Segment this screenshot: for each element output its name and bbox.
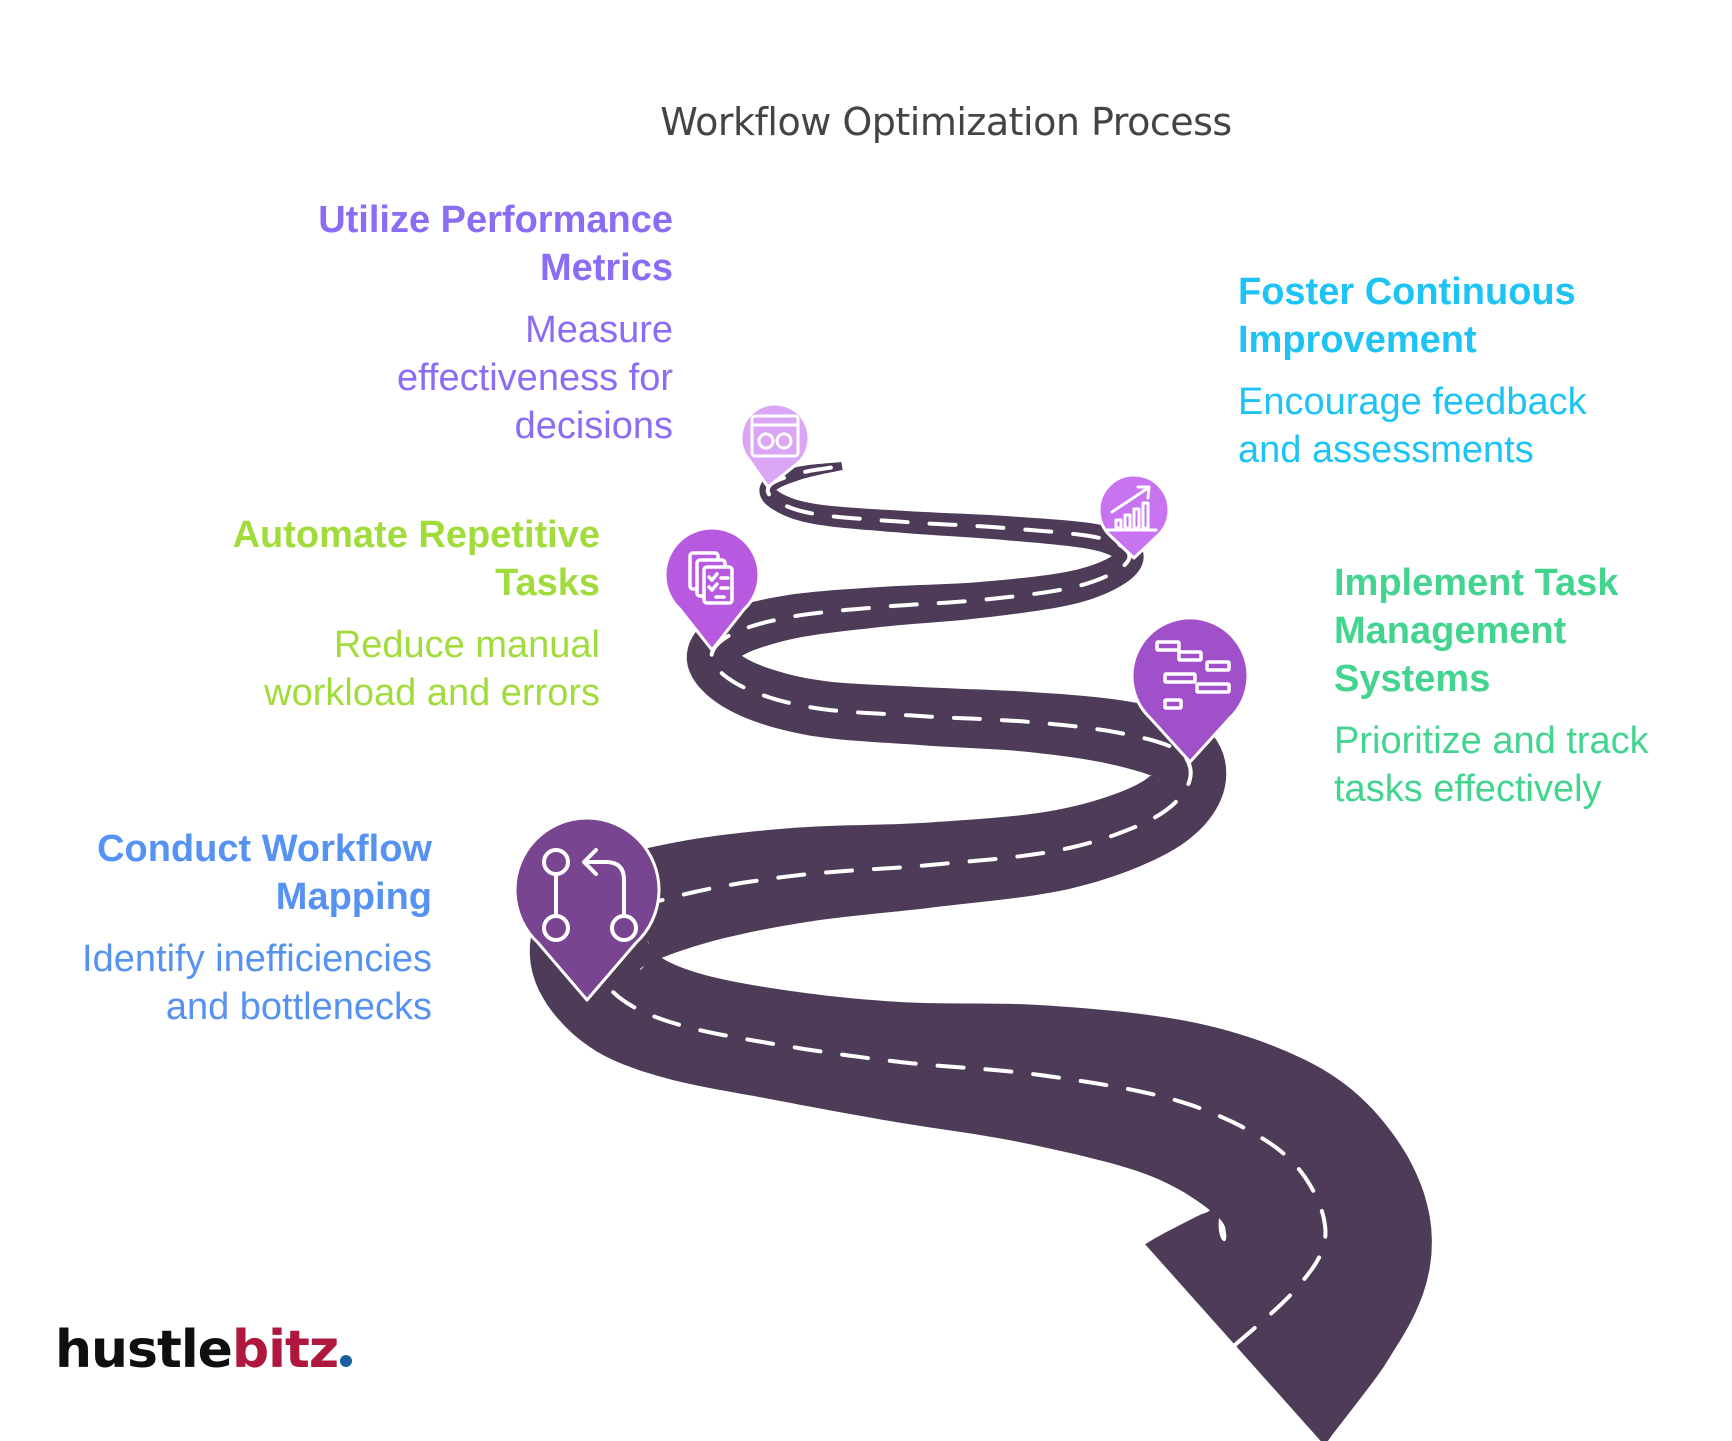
step-1-heading: Conduct Workflow Mapping	[82, 825, 432, 921]
step-3-heading-line: Automate Repetitive	[232, 514, 600, 556]
logo-dot	[340, 1355, 353, 1367]
step-3-description: Reduce manual workload and errors	[233, 621, 600, 717]
checklist-documents-icon	[688, 551, 734, 605]
step-5-heading-line: Metrics	[539, 247, 673, 289]
step-3-description-line: Reduce manual	[333, 624, 600, 666]
pin-step-3	[663, 526, 761, 652]
hustlebitz-logo: hustlebitz	[55, 1320, 353, 1380]
step-5-description-line: Measure	[525, 309, 673, 351]
diagram-title: Workflow Optimization Process	[660, 100, 1232, 144]
step-2-description-line: tasks effectively	[1334, 768, 1602, 810]
step-5-heading-line: Utilize Performance	[318, 199, 673, 241]
step-1-description: Identify inefficiencies and bottlenecks	[82, 935, 432, 1031]
workflow-branch-icon	[542, 848, 638, 942]
road	[529, 462, 1432, 1441]
step-4-description-line: and assessments	[1238, 429, 1534, 471]
step-4-heading-line: Foster Continuous	[1238, 271, 1576, 313]
step-4-description: Encourage feedback and assessments	[1238, 378, 1587, 474]
step-3-label: Automate Repetitive Tasks Reduce manual …	[233, 511, 600, 717]
step-2-heading-line: Systems	[1334, 658, 1491, 700]
step-4-heading: Foster Continuous Improvement	[1238, 268, 1587, 364]
step-5-description-line: decisions	[514, 405, 673, 447]
step-3-heading-line: Tasks	[495, 562, 600, 604]
road-center-dashes	[587, 464, 1328, 1347]
pin-step-1	[513, 816, 661, 1002]
growth-chart-icon	[1104, 485, 1158, 532]
step-1-heading-line: Conduct Workflow	[97, 828, 432, 870]
step-4-heading-line: Improvement	[1238, 319, 1477, 361]
step-2-label: Implement Task Management Systems Priori…	[1334, 559, 1649, 813]
step-2-heading-line: Implement Task	[1334, 562, 1619, 604]
step-1-heading-line: Mapping	[275, 876, 432, 918]
step-5-description-line: effectiveness for	[396, 357, 673, 399]
step-1-description-line: Identify inefficiencies	[82, 938, 432, 980]
step-5-description: Measure effectiveness for decisions	[318, 306, 673, 450]
logo-part-1: hustle	[55, 1320, 233, 1380]
step-1-description-line: and bottlenecks	[165, 986, 432, 1028]
step-5-heading: Utilize Performance Metrics	[318, 196, 673, 292]
step-2-heading: Implement Task Management Systems	[1334, 559, 1649, 703]
step-5-label: Utilize Performance Metrics Measure effe…	[318, 196, 673, 450]
pin-step-2	[1130, 616, 1250, 764]
dashboard-metrics-icon	[750, 414, 800, 458]
pin-marker	[1130, 616, 1250, 764]
step-1-label: Conduct Workflow Mapping Identify ineffi…	[82, 825, 432, 1031]
step-4-label: Foster Continuous Improvement Encourage …	[1238, 268, 1587, 474]
logo-part-2: bitz	[231, 1320, 339, 1380]
step-3-description-line: workload and errors	[264, 672, 600, 714]
step-3-heading: Automate Repetitive Tasks	[233, 511, 600, 607]
step-2-description: Prioritize and track tasks effectively	[1334, 717, 1649, 813]
pin-step-5	[739, 402, 811, 489]
pin-marker	[513, 816, 661, 1002]
pin-step-4	[1097, 473, 1171, 560]
step-4-description-line: Encourage feedback	[1238, 381, 1587, 423]
step-2-heading-line: Management	[1334, 610, 1567, 652]
step-2-description-line: Prioritize and track	[1334, 720, 1649, 762]
gantt-chart-icon	[1155, 640, 1231, 710]
